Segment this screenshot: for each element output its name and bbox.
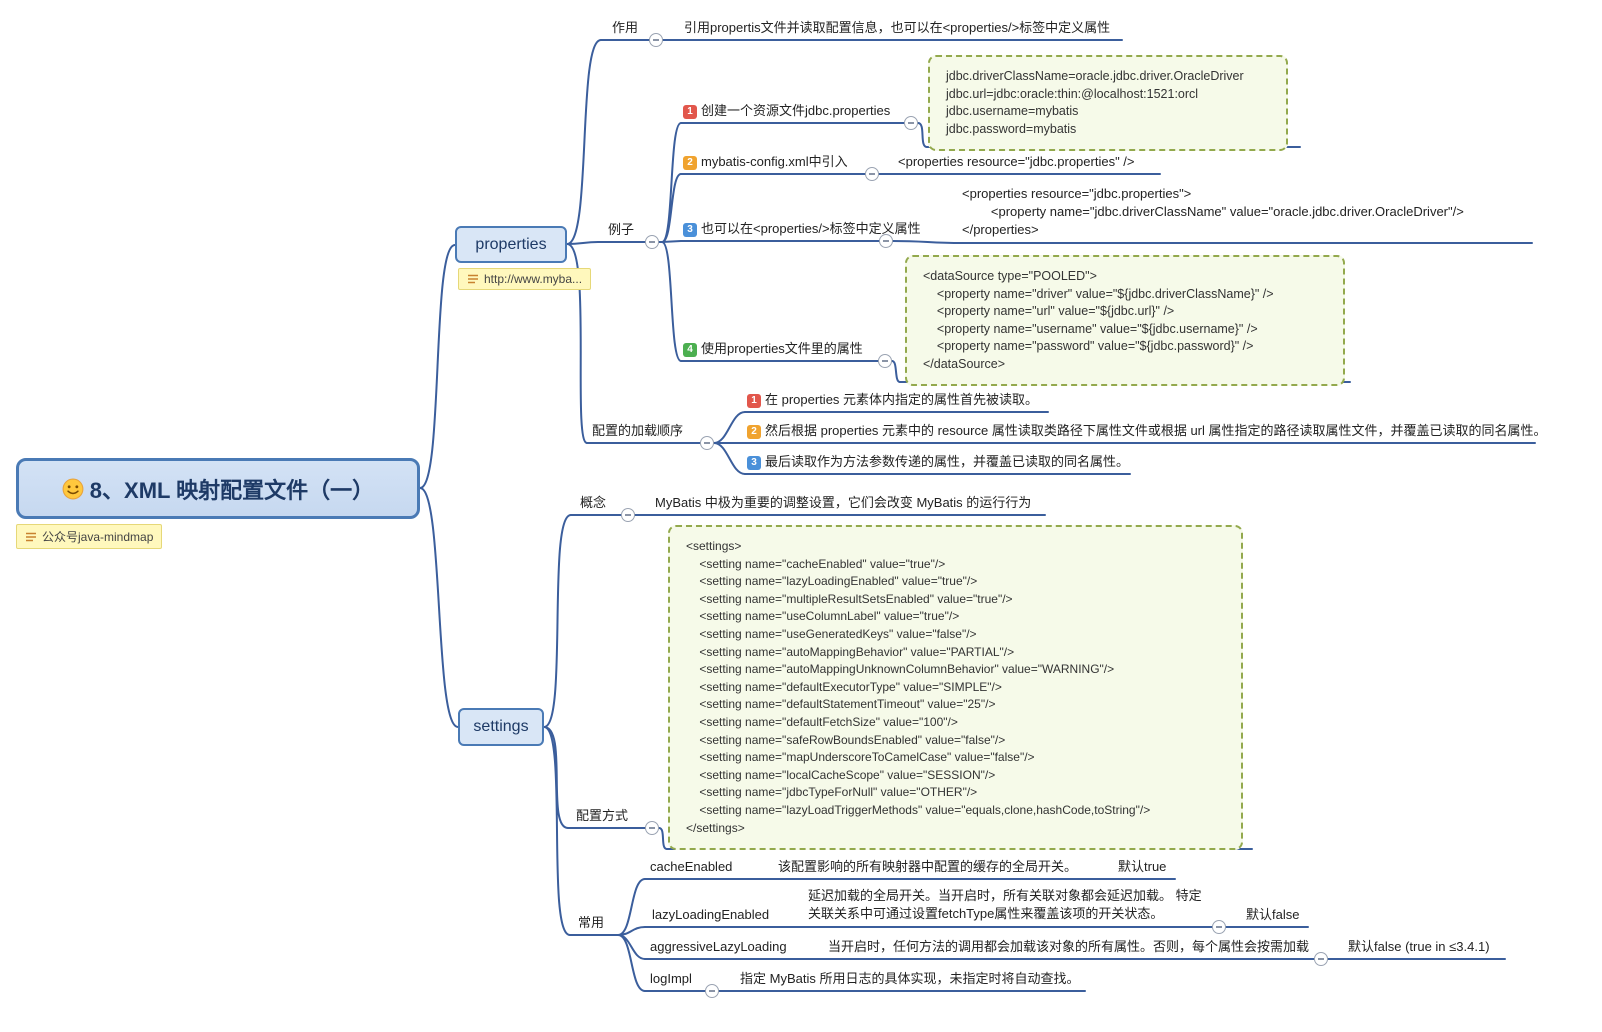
node-example-item1-label[interactable]: 创建一个资源文件jdbc.properties [701,103,891,118]
root-note[interactable]: 公众号java-mindmap [16,524,163,549]
node-common-aggressiveLazyLoading[interactable]: aggressiveLazyLoading [650,939,787,954]
node-load-order-item2[interactable]: 然后根据 properties 元素中的 resource 属性读取类路径下属性… [765,423,1547,438]
node-concept-text[interactable]: MyBatis 中极为重要的调整设置，它们会改变 MyBatis 的运行行为 [655,495,1032,510]
collapse-icon[interactable] [1314,952,1328,966]
priority-badge-2: 2 [747,425,761,439]
code-box-settings[interactable]: <settings> <setting name="cacheEnabled" … [668,525,1243,851]
properties-note-label: http://www.myba... [484,272,583,286]
node-common-logImpl[interactable]: logImpl [650,971,692,986]
topic-settings[interactable]: settings [458,708,544,746]
node-common-lazyLoadingEnabled-desc[interactable]: 延迟加载的全局开关。当开启时，所有关联对象都会延迟加载。 特定 关联关系中可通过… [808,888,1202,921]
node-common-logImpl-desc[interactable]: 指定 MyBatis 所用日志的具体实现，未指定时将自动查找。 [740,971,1080,986]
node-example-item3-label[interactable]: 也可以在<properties/>标签中定义属性 [701,221,921,236]
note-icon [26,532,36,541]
code-box-datasource[interactable]: <dataSource type="POOLED"> <property nam… [905,255,1345,386]
collapse-icon[interactable] [705,984,719,998]
node-common-aggressiveLazyLoading-default[interactable]: 默认false (true in ≤3.4.1) [1348,939,1490,954]
node-common-label[interactable]: 常用 [578,915,605,930]
collapse-icon[interactable] [621,508,635,522]
node-common-cacheEnabled-desc[interactable]: 该配置影响的所有映射器中配置的缓存的全局开关。 [778,859,1078,874]
node-properties-inline-code[interactable]: <properties resource="jdbc.properties"> … [962,186,1464,237]
root-topic[interactable]: 8、XML 映射配置文件（一） [16,458,420,519]
node-properties-resource-code[interactable]: <properties resource="jdbc.properties" /… [898,154,1135,169]
code-box-jdbc-properties[interactable]: jdbc.driverClassName=oracle.jdbc.driver.… [928,55,1288,151]
collapse-icon[interactable] [904,116,918,130]
node-load-order-label[interactable]: 配置的加载顺序 [592,423,684,438]
node-concept-label[interactable]: 概念 [580,495,607,510]
node-common-lazyLoadingEnabled-default[interactable]: 默认false [1246,907,1300,922]
node-example-item2-label[interactable]: mybatis-config.xml中引入 [701,154,848,169]
node-load-order-item3[interactable]: 最后读取作为方法参数传递的属性，并覆盖已读取的同名属性。 [765,454,1130,469]
priority-badge-3: 3 [683,223,697,237]
collapse-icon[interactable] [649,33,663,47]
node-common-aggressiveLazyLoading-desc[interactable]: 当开启时，任何方法的调用都会加载该对象的所有属性。否则，每个属性会按需加载 [828,939,1310,954]
collapse-icon[interactable] [645,235,659,249]
properties-note[interactable]: http://www.myba... [458,268,592,290]
collapse-icon[interactable] [645,821,659,835]
node-common-cacheEnabled[interactable]: cacheEnabled [650,859,733,874]
collapse-icon[interactable] [700,436,714,450]
priority-badge-3: 3 [747,456,761,470]
collapse-icon[interactable] [878,354,892,368]
priority-badge-1: 1 [747,394,761,408]
collapse-icon[interactable] [1212,920,1226,934]
smiley-icon [62,478,84,499]
node-example-label[interactable]: 例子 [608,222,635,237]
node-common-lazyLoadingEnabled[interactable]: lazyLoadingEnabled [652,907,770,922]
collapse-icon[interactable] [879,234,893,248]
priority-badge-2: 2 [683,156,697,170]
node-purpose-text[interactable]: 引用propertis文件并读取配置信息，也可以在<properties/>标签… [684,20,1111,35]
node-example-item4-label[interactable]: 使用properties文件里的属性 [701,341,863,356]
node-purpose-label[interactable]: 作用 [612,20,639,35]
priority-badge-1: 1 [683,105,697,119]
note-icon [468,274,478,284]
priority-badge-4: 4 [683,343,697,357]
topic-properties[interactable]: properties [455,226,567,263]
node-common-cacheEnabled-default[interactable]: 默认true [1118,859,1167,874]
node-load-order-item1[interactable]: 在 properties 元素体内指定的属性首先被读取。 [765,392,1039,407]
node-config-way-label[interactable]: 配置方式 [576,808,629,823]
root-note-label: 公众号java-mindmap [42,530,154,544]
collapse-icon[interactable] [865,167,879,181]
root-topic-label: 8、XML 映射配置文件（一） [89,477,375,503]
